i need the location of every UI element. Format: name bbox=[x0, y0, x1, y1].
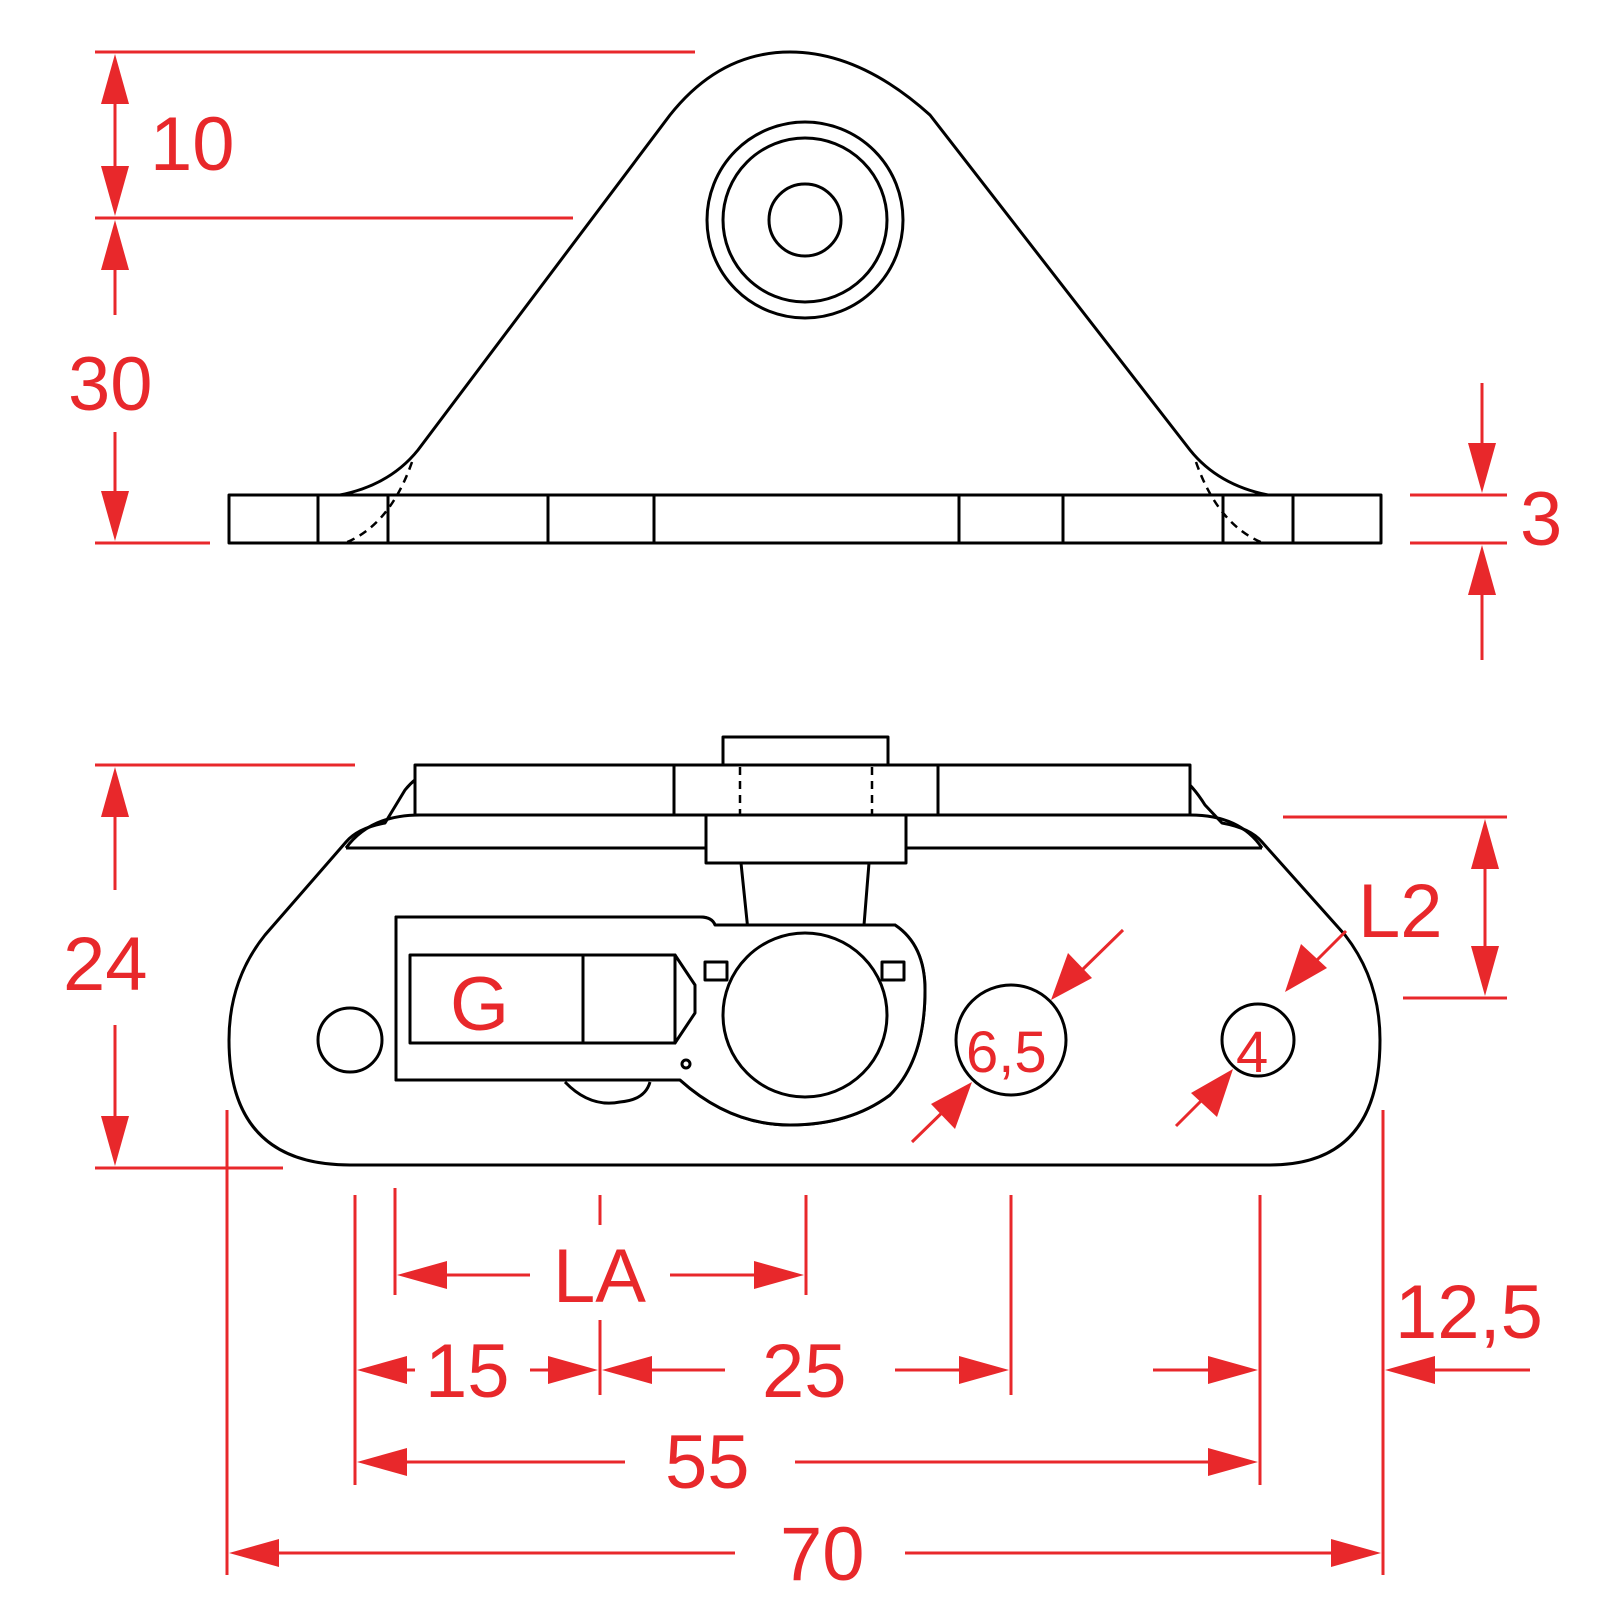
socket-bottom-lobe bbox=[563, 1080, 652, 1105]
eye-middle-ring bbox=[721, 136, 889, 304]
label-la: LA bbox=[553, 1234, 646, 1319]
swivel-body bbox=[704, 813, 908, 865]
fillet-left-hidden bbox=[344, 461, 414, 545]
label-55: 55 bbox=[665, 1420, 750, 1505]
label-hole-4: 4 bbox=[1236, 1020, 1268, 1085]
threaded-bore bbox=[408, 953, 677, 1045]
swivel-cap bbox=[721, 735, 890, 769]
label-10: 10 bbox=[150, 102, 235, 187]
base-plate-segments bbox=[316, 495, 1295, 543]
dimension-labels: 10 30 3 24 L2 6,5 4 G LA 15 25 55 70 12,… bbox=[63, 102, 1562, 1597]
fillet-right-hidden bbox=[1194, 461, 1264, 545]
label-15: 15 bbox=[425, 1329, 510, 1414]
label-30: 30 bbox=[68, 342, 153, 427]
lug-outline bbox=[338, 50, 1270, 497]
top-view bbox=[227, 735, 1382, 1167]
seal-left bbox=[703, 960, 729, 982]
eye-hole bbox=[767, 182, 843, 258]
dimensions bbox=[95, 50, 1530, 1575]
label-25: 25 bbox=[762, 1329, 847, 1414]
eye-outer-ring bbox=[705, 120, 905, 320]
hole-6-5 bbox=[954, 983, 1068, 1097]
front-view bbox=[227, 50, 1383, 545]
label-hole-6-5: 6,5 bbox=[966, 1020, 1047, 1085]
hole-4 bbox=[1220, 1002, 1296, 1078]
end-hole-left bbox=[316, 1006, 384, 1074]
seal-right bbox=[880, 960, 906, 982]
label-l2: L2 bbox=[1358, 869, 1443, 954]
bore-tip bbox=[673, 953, 697, 1045]
label-70: 70 bbox=[780, 1512, 865, 1597]
ball-joint bbox=[721, 931, 889, 1099]
label-thread-g: G bbox=[450, 962, 509, 1047]
top-rail-right bbox=[933, 763, 1192, 817]
top-rail-left bbox=[413, 763, 679, 817]
base-plate bbox=[227, 493, 1383, 545]
base-inner-curve-right bbox=[905, 813, 1264, 849]
label-3: 3 bbox=[1520, 477, 1562, 562]
label-12-5: 12,5 bbox=[1395, 1270, 1543, 1355]
label-24: 24 bbox=[63, 922, 148, 1007]
swivel-collar bbox=[672, 763, 940, 817]
